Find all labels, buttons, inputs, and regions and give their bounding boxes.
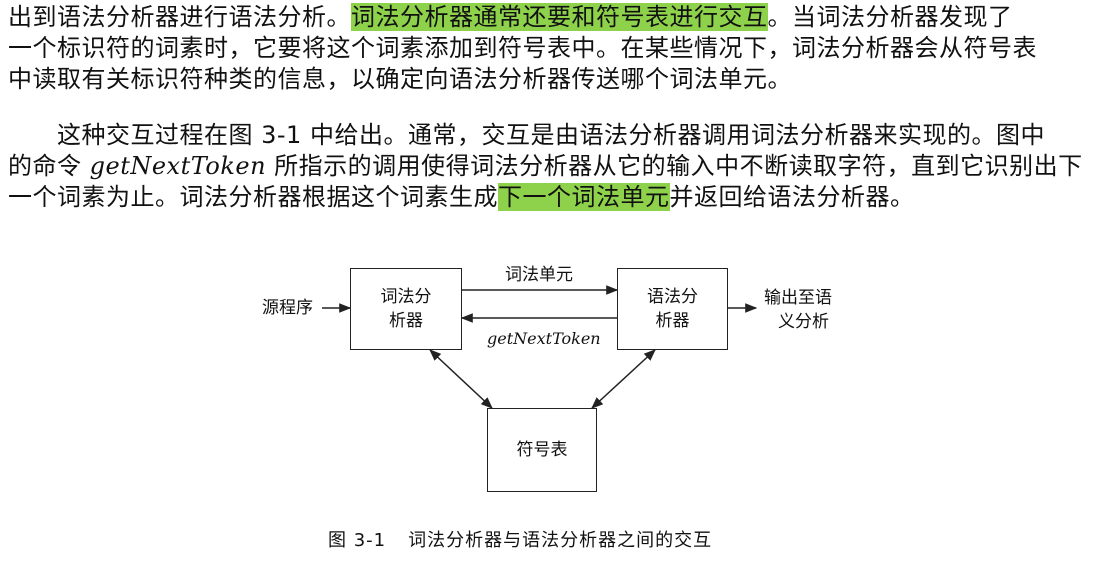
arrow-parser-symtab <box>591 349 656 409</box>
lexer-label-line-1: 词法分 <box>380 287 432 307</box>
paragraph-1: 出到语法分析器进行语法分析。词法分析器通常还要和符号表进行交互。当词法分析器发现… <box>8 2 1110 95</box>
paragraph-1-line-3: 中读取有关标识符种类的信息，以确定向语法分析器传送哪个词法单元。 <box>8 65 792 93</box>
paragraph-2: 这种交互过程在图 3-1 中给出。通常，交互是由语法分析器调用词法分析器来实现的… <box>8 120 1110 213</box>
text-span: 并返回给语法分析器。 <box>669 183 915 211</box>
paragraph-2-line-2: 的命令 getNextToken 所指示的调用使得词法分析器从它的输入中不断读取… <box>8 151 1110 182</box>
parser-label-line-2: 析器 <box>655 311 690 331</box>
figure-number: 图 3-1 <box>328 530 387 551</box>
get-next-token-label: getNextToken <box>487 329 601 348</box>
text-span: 一个词素为止。词法分析器根据这个词素生成 <box>8 183 498 211</box>
text-span: 。当词法分析器发现了 <box>767 3 1013 31</box>
paragraph-2-line-1: 这种交互过程在图 3-1 中给出。通常，交互是由语法分析器调用词法分析器来实现的… <box>8 121 1045 149</box>
symbol-table-label: 符号表 <box>516 440 568 460</box>
highlighted-text: 下一个词法单元 <box>498 183 670 211</box>
parser-label-line-1: 语法分 <box>647 287 698 307</box>
arrow-lexer-symtab <box>429 349 493 409</box>
lexer-label-line-2: 析器 <box>389 311 423 331</box>
paragraph-1-line-1: 出到语法分析器进行语法分析。词法分析器通常还要和符号表进行交互。当词法分析器发现… <box>8 2 1110 33</box>
paragraph-1-line-2: 一个标识符的词素时，它要将这个词素添加到符号表中。在某些情况下，词法分析器会从符… <box>8 34 1037 62</box>
output-label-line-1: 输出至语 <box>764 288 832 308</box>
paragraph-2-line-3: 一个词素为止。词法分析器根据这个词素生成下一个词法单元并返回给语法分析器。 <box>8 182 1110 213</box>
italic-term: getNextToken <box>89 152 267 180</box>
token-label: 词法单元 <box>505 265 573 285</box>
source-program-label: 源程序 <box>262 298 313 318</box>
lexer-box: 词法分 析器 <box>350 268 462 350</box>
highlighted-text: 词法分析器通常还要和符号表进行交互 <box>351 3 768 31</box>
output-label-line-2: 义分析 <box>778 312 829 332</box>
symbol-table-box: 符号表 <box>487 408 597 492</box>
text-span: 的命令 <box>8 152 90 180</box>
parser-box: 语法分 析器 <box>617 268 728 350</box>
output-label: 输出至语 义分析 <box>764 286 832 334</box>
figure-caption: 图 3-1 词法分析器与语法分析器之间的交互 <box>328 526 712 552</box>
figure-caption-text: 词法分析器与语法分析器之间的交互 <box>408 530 713 551</box>
text-span: 出到语法分析器进行语法分析。 <box>8 3 351 31</box>
text-span: 所指示的调用使得词法分析器从它的输入中不断读取字符，直到它识别出下 <box>266 152 1083 180</box>
